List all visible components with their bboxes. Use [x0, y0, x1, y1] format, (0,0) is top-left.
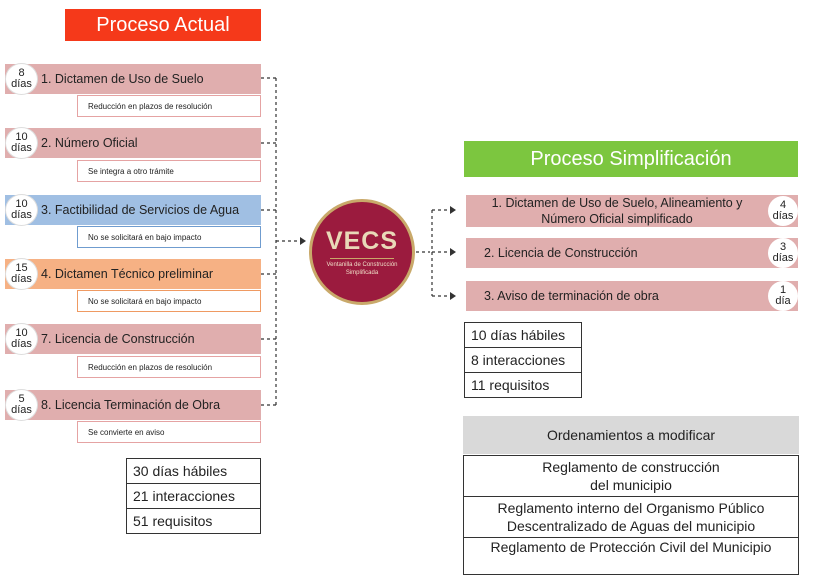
summary-interactions: 21 interacciones	[126, 483, 261, 509]
step-label: 4. Dictamen Técnico preliminar	[41, 267, 214, 281]
step-label: 2. Licencia de Construcción	[484, 246, 638, 260]
step-label: 1. Dictamen de Uso de Suelo, Alineamient…	[491, 196, 743, 226]
ordenamiento-item: Reglamento interno del Organismo Público…	[463, 496, 799, 538]
summary-requirements: 11 requisitos	[464, 372, 582, 398]
vecs-subtitle: Simplificada	[345, 270, 379, 276]
step-label: 1. Dictamen de Uso de Suelo	[41, 72, 204, 86]
step-label: 8. Licencia Terminación de Obra	[41, 398, 221, 412]
actual-summary-table: 30 días hábiles 21 interacciones 51 requ…	[126, 458, 261, 534]
vecs-name: VECS	[325, 227, 399, 255]
step-label: 2. Número Oficial	[41, 136, 138, 150]
simplified-step-1: 1. Dictamen de Uso de Suelo, Alineamient…	[466, 195, 798, 227]
step-note: Reducción en plazos de resolución	[77, 95, 261, 117]
ordenamiento-item: Reglamento de Protección Civil del Munic…	[463, 537, 799, 575]
actual-process-header: Proceso Actual	[65, 9, 261, 41]
summary-days: 30 días hábiles	[126, 458, 261, 484]
step-note: Se convierte en aviso	[77, 421, 261, 443]
summary-interactions: 8 interacciones	[464, 347, 582, 373]
vecs-subtitle: Ventanilla de Construcción	[326, 262, 398, 268]
simplified-summary-table: 10 días hábiles 8 interacciones 11 requi…	[464, 322, 582, 398]
summary-days: 10 días hábiles	[464, 322, 582, 348]
divider	[330, 258, 394, 259]
step-note: No se solicitará en bajo impacto	[77, 290, 261, 312]
step-label: 3. Factibilidad de Servicios de Agua	[41, 203, 240, 217]
step-label: 7. Licencia de Construcción	[41, 332, 195, 346]
summary-requirements: 51 requisitos	[126, 508, 261, 534]
step-note: Reducción en plazos de resolución	[77, 356, 261, 378]
step-label: 3. Aviso de terminación de obra	[484, 289, 659, 303]
ordenamientos-header: Ordenamientos a modificar	[463, 416, 799, 454]
simplified-process-header: Proceso Simplificación	[464, 141, 798, 177]
step-note: No se solicitará en bajo impacto	[77, 226, 261, 248]
step-note: Se integra a otro trámite	[77, 160, 261, 182]
vecs-logo: VECS Ventanilla de Construcción Simplifi…	[309, 199, 415, 305]
